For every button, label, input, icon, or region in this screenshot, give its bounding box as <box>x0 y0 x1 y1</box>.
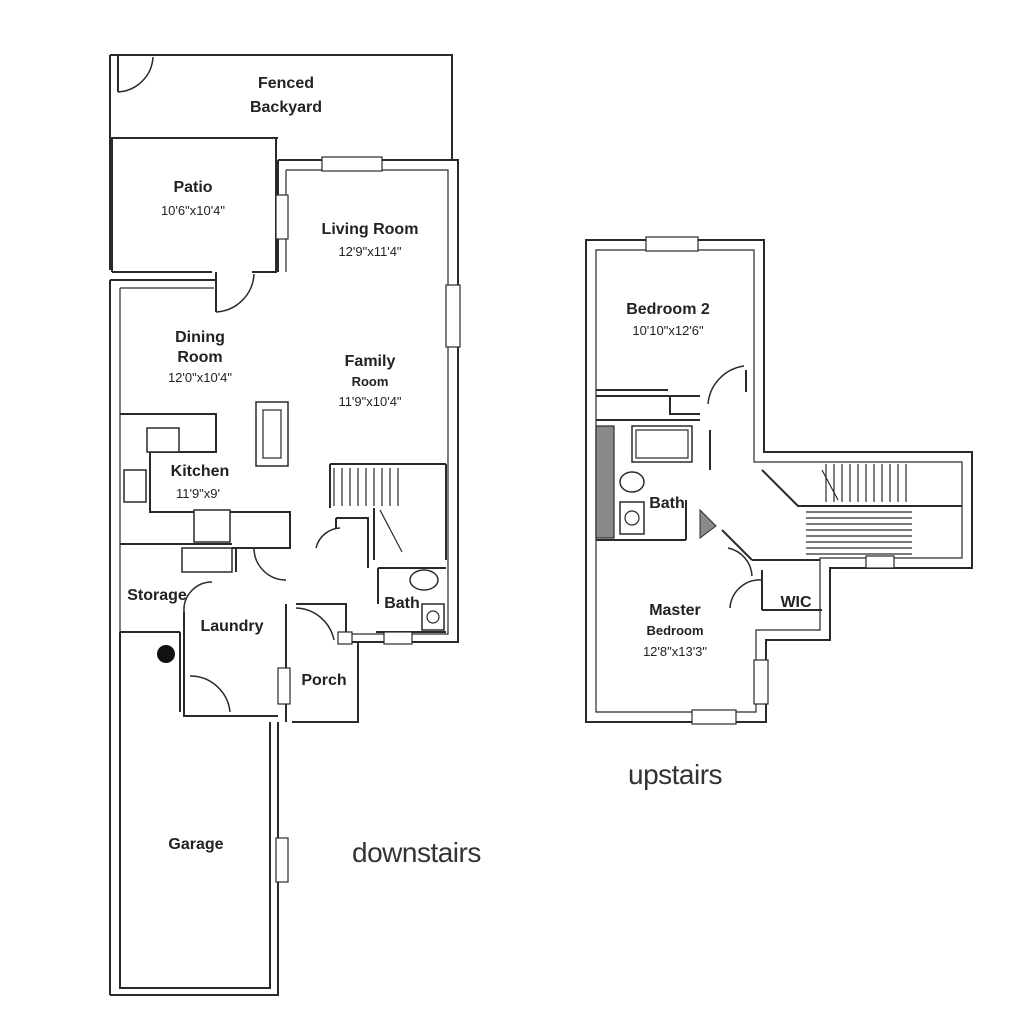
upstairs-plan: Bedroom 2 10'10"x12'6" Bath Master Bedro… <box>585 236 973 790</box>
wic-door-swing <box>729 579 763 609</box>
porch-label: Porch <box>301 672 346 689</box>
half-bath-label: Bath <box>384 595 420 612</box>
hall-angled-wall <box>721 469 962 561</box>
water-heater-icon <box>157 645 175 663</box>
garage-window <box>275 837 289 883</box>
storage-label: Storage <box>127 587 187 604</box>
master-door-swing <box>727 547 753 577</box>
backyard-gate-swing <box>117 56 154 93</box>
family-room-label-1: Family <box>345 353 396 370</box>
bathtub-icon <box>631 425 693 463</box>
garage-door-swing <box>189 675 231 713</box>
patio-door-swing <box>215 273 255 313</box>
fridge <box>193 509 231 543</box>
living-window-left <box>275 194 289 240</box>
kitchen-sink <box>146 427 180 453</box>
upstairs-stairs <box>806 464 912 555</box>
bedroom2-window <box>645 236 699 252</box>
downstairs-caption: downstairs <box>352 837 481 868</box>
patio-label: Patio <box>173 179 212 196</box>
living-room-label: Living Room <box>322 221 419 238</box>
upstairs-bath-walls <box>596 419 711 541</box>
backyard-label-1: Fenced <box>258 75 314 92</box>
laundry-door-swing <box>253 547 287 581</box>
living-window-right <box>445 284 461 348</box>
bath-window <box>383 631 413 645</box>
bedroom2-size: 10'10"x12'6" <box>632 323 704 338</box>
porch-window <box>277 667 291 705</box>
living-window-top <box>321 156 383 172</box>
wic-label: WIC <box>780 594 812 611</box>
backyard-fence <box>109 54 453 270</box>
master-window-right <box>753 659 769 705</box>
dining-room-size: 12'0"x10'4" <box>168 370 232 385</box>
dining-room-label-1: Dining <box>175 329 225 346</box>
storage-door-swing <box>183 581 213 613</box>
dining-room-label-2: Room <box>177 349 222 366</box>
kitchen-size: 11'9"x9' <box>176 486 220 501</box>
upstairs-inner-wall <box>595 249 963 713</box>
living-room-size: 12'9"x11'4" <box>338 244 401 259</box>
kitchen-label: Kitchen <box>171 463 230 480</box>
coat-closet <box>335 517 369 568</box>
backyard-label-2: Backyard <box>250 99 322 116</box>
cooktop <box>123 469 147 503</box>
bedroom2-door-swing <box>707 365 745 405</box>
master-size: 12'8"x13'3" <box>643 644 707 659</box>
kitchen-counter <box>120 413 291 549</box>
coat-closet-door-swing <box>315 527 341 549</box>
toilet-icon <box>409 569 439 591</box>
porch-door-swing <box>295 607 335 641</box>
master-window-bottom <box>691 709 737 725</box>
bedroom2-wall <box>596 370 747 415</box>
closet-shelf <box>181 547 233 573</box>
downstairs-plan: Fenced Backyard Patio 10'6"x10'4" Living… <box>109 54 481 996</box>
family-room-size: 11'9"x10'4" <box>338 394 401 409</box>
patio-size: 10'6"x10'4" <box>161 203 225 218</box>
master-label-1: Master <box>649 602 701 619</box>
garage-label: Garage <box>168 836 223 853</box>
patio-outline <box>111 138 277 273</box>
downstairs-stairs <box>329 463 447 560</box>
upstairs-sink-icon <box>619 501 645 535</box>
upstairs-bath-label: Bath <box>649 495 685 512</box>
family-room-label-2: Room <box>352 374 389 389</box>
stair-window <box>865 555 895 569</box>
entry-window <box>337 631 353 645</box>
kitchen-island-inner <box>262 409 282 459</box>
master-label-2: Bedroom <box>646 623 703 638</box>
bedroom2-label: Bedroom 2 <box>626 301 710 318</box>
linen-closet <box>595 425 615 539</box>
upstairs-caption: upstairs <box>628 759 722 790</box>
wic-walls <box>761 570 822 611</box>
kitchen-island <box>255 401 289 467</box>
porch-walls <box>285 603 359 723</box>
bath-door-panel <box>699 508 717 539</box>
house-outer-wall <box>109 159 459 995</box>
garage-walls <box>110 632 279 996</box>
storage-walls <box>120 543 278 717</box>
sink-icon <box>421 603 445 631</box>
laundry-label: Laundry <box>200 618 263 635</box>
upstairs-toilet-icon <box>619 471 645 493</box>
